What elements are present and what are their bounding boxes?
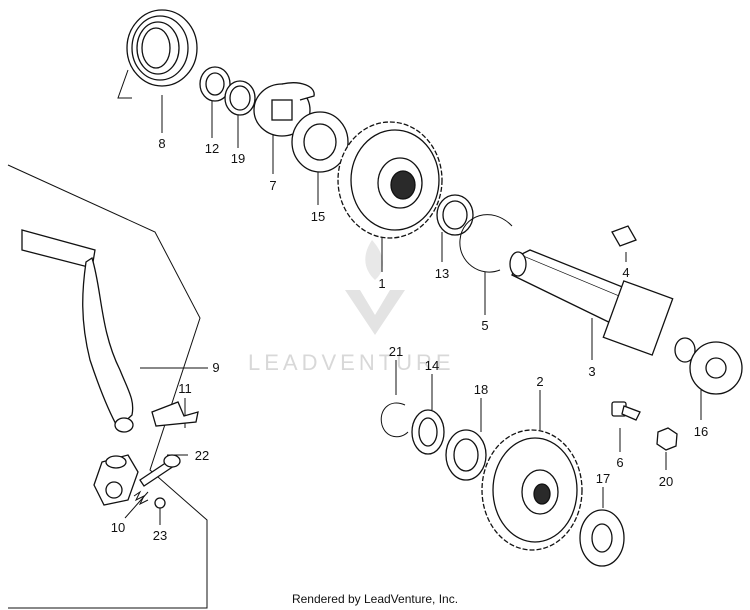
callout-2: 2 [536, 374, 543, 389]
watermark-text: LEADVENTURE [248, 350, 455, 375]
nut-20 [656, 427, 678, 451]
washer-12-hole [205, 72, 225, 96]
ratchet-gear [337, 121, 443, 239]
bolt-6 [611, 401, 641, 421]
callout-20: 20 [659, 474, 673, 489]
detent-spring [133, 490, 149, 506]
washer-18-hole [453, 438, 479, 472]
leader-lines [124, 88, 702, 525]
footer-credit: Rendered by LeadVenture, Inc. [291, 592, 459, 606]
watermark-logo-icon [345, 290, 405, 335]
callout-4: 4 [622, 265, 629, 280]
kick-arm-boss [93, 454, 139, 506]
callout-14: 14 [425, 358, 439, 373]
callout-21: 21 [389, 344, 403, 359]
return-spring [117, 9, 198, 99]
callout-13: 13 [435, 266, 449, 281]
clip-4 [611, 225, 637, 247]
callout-1: 1 [378, 276, 385, 291]
watermark: LEADVENTURE [248, 240, 455, 375]
callout-15: 15 [311, 209, 325, 224]
callout-16: 16 [694, 424, 708, 439]
washer-14-hole [418, 417, 438, 447]
kick-lever-group-bracket [7, 164, 208, 609]
thrust-washer-15-hole [303, 123, 337, 161]
idle-gear [481, 429, 583, 551]
ball-23 [154, 497, 166, 509]
bolt-11 [151, 401, 199, 427]
callout-11: 11 [178, 381, 192, 396]
callout-7: 7 [269, 178, 276, 193]
kick-lever [21, 229, 134, 433]
washer-16-hole [705, 357, 727, 379]
callout-22: 22 [195, 448, 209, 463]
callout-8: 8 [158, 136, 165, 151]
callout-6: 6 [616, 455, 623, 470]
circlip-21 [380, 402, 409, 438]
callout-9: 9 [212, 360, 219, 375]
callout-3: 3 [588, 364, 595, 379]
watermark-flame-icon [365, 240, 383, 280]
snap-ring-5 [459, 214, 513, 273]
callout-23: 23 [153, 528, 167, 543]
callout-labels: 1 2 3 4 5 6 7 8 9 10 11 12 13 14 15 16 1… [111, 136, 708, 543]
washer-17-hole [591, 523, 613, 553]
callout-17: 17 [596, 471, 610, 486]
callout-10: 10 [111, 520, 125, 535]
callout-5: 5 [481, 318, 488, 333]
callout-12: 12 [205, 141, 219, 156]
ratchet-guide [253, 82, 315, 137]
callout-19: 19 [231, 151, 245, 166]
kickstarter-spindle [509, 249, 696, 363]
pinch-bolt-22 [139, 454, 181, 487]
washer-13-hole [442, 200, 468, 230]
circlip-19-inner [229, 85, 251, 111]
callout-18: 18 [474, 382, 488, 397]
